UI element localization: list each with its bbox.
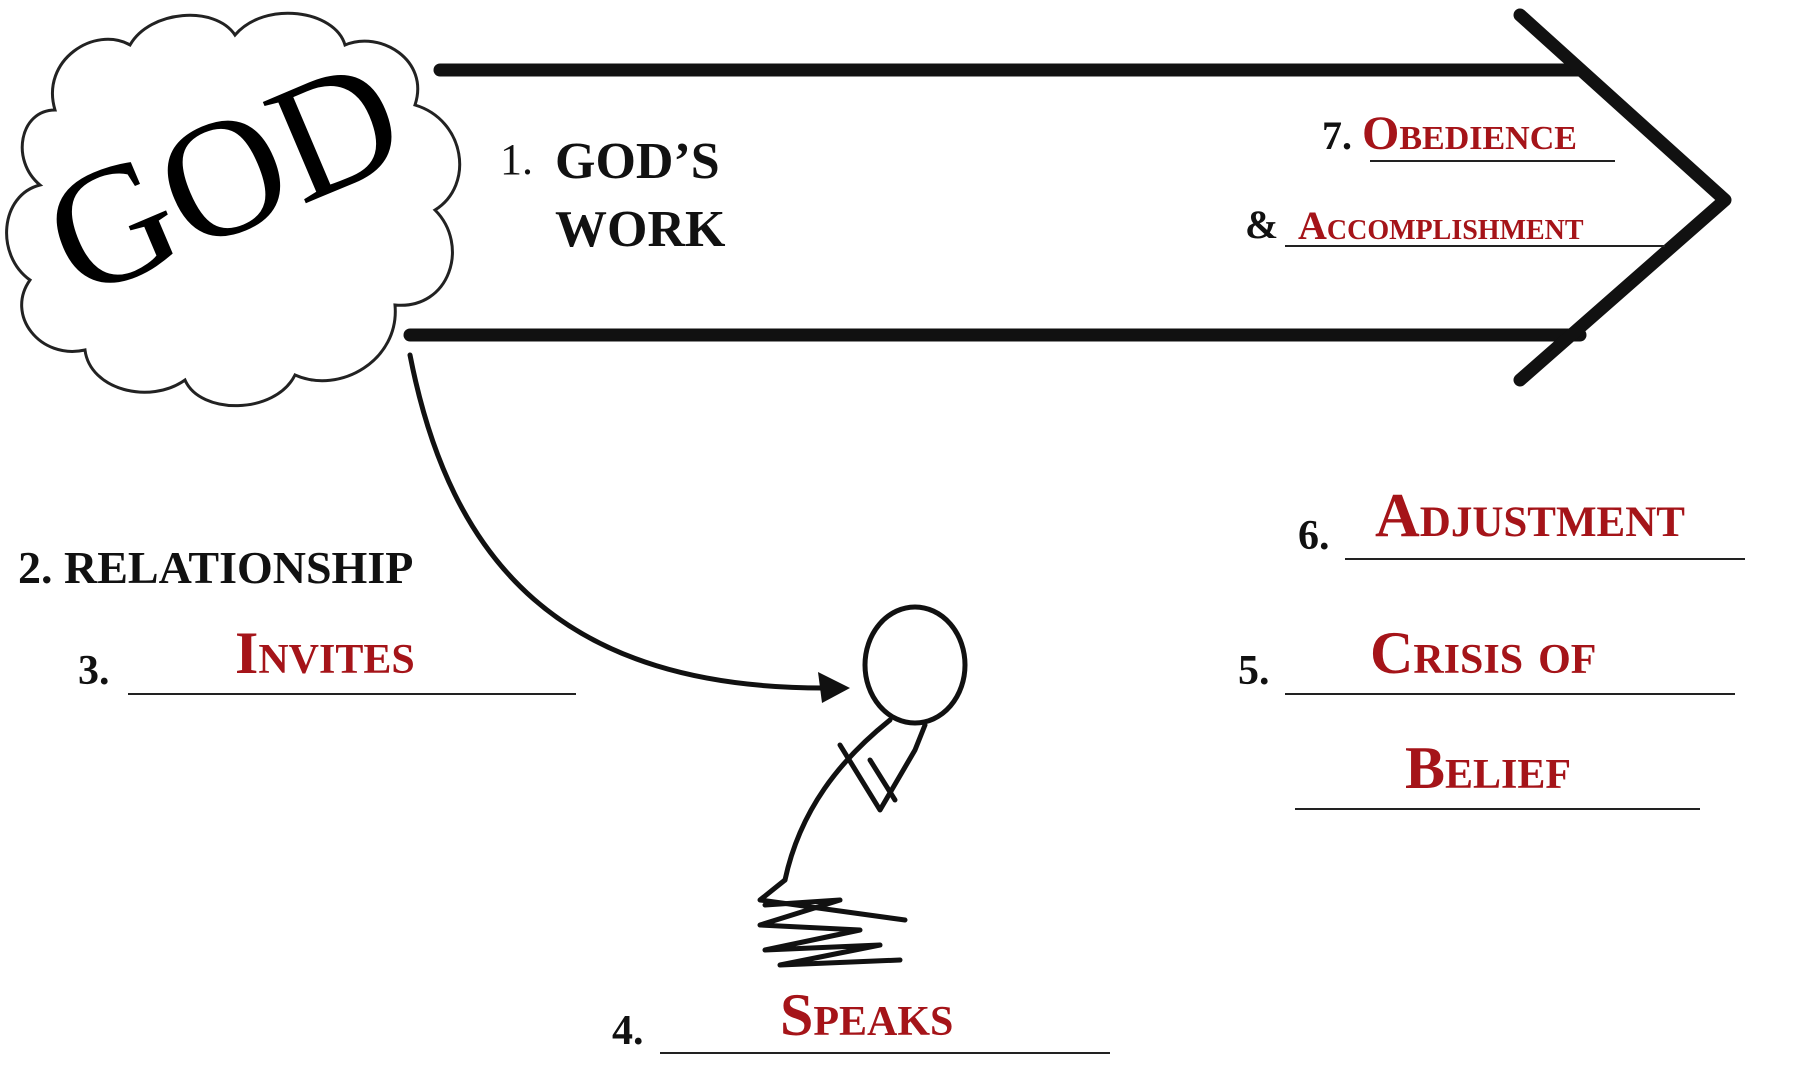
step5-answer-line1-rule bbox=[1285, 693, 1735, 695]
step7-answer-line bbox=[1370, 160, 1615, 162]
step6-answer: Adjustment bbox=[1375, 482, 1685, 550]
kneeling-praying-figure bbox=[757, 604, 968, 968]
step1-label-line2: WORK bbox=[555, 201, 726, 258]
step5-answer-line2: Belief bbox=[1405, 735, 1572, 801]
step6-answer-line bbox=[1345, 558, 1745, 560]
figure-legs bbox=[757, 897, 903, 968]
step1-label-line1: GOD’S bbox=[555, 133, 720, 190]
curved-arrow bbox=[407, 352, 850, 703]
figure-arm-inner bbox=[867, 757, 898, 803]
step5-answer-line2-rule bbox=[1295, 808, 1700, 810]
cloud-shape: GOD bbox=[5, 11, 462, 408]
step7-number: 7. bbox=[1322, 113, 1352, 158]
step3-number: 3. bbox=[78, 648, 110, 694]
step4-answer-line bbox=[660, 1052, 1110, 1054]
figure-head bbox=[862, 604, 968, 726]
step2-label: 2. RELATIONSHIP bbox=[18, 542, 414, 593]
arrow-head bbox=[1513, 8, 1732, 387]
step6-number: 6. bbox=[1298, 513, 1330, 559]
step7-answer: Obedience bbox=[1362, 107, 1577, 160]
figure-back bbox=[782, 717, 893, 883]
step1-number: 1. bbox=[500, 135, 533, 184]
step3-answer-line bbox=[128, 693, 576, 695]
figure-thigh bbox=[757, 877, 908, 923]
step3-answer: Invites bbox=[235, 620, 415, 686]
figure-praying-arms bbox=[837, 722, 928, 813]
step7-answer2-line bbox=[1285, 245, 1665, 247]
step4-number: 4. bbox=[612, 1008, 644, 1054]
step5-number: 5. bbox=[1238, 648, 1270, 694]
step4-answer: Speaks bbox=[780, 982, 954, 1048]
big-arrow bbox=[403, 8, 1732, 387]
step5-answer-line1: Crisis of bbox=[1370, 620, 1597, 686]
step7-ampersand: & bbox=[1245, 202, 1279, 247]
step7-answer2: Accomplishment bbox=[1298, 203, 1584, 248]
